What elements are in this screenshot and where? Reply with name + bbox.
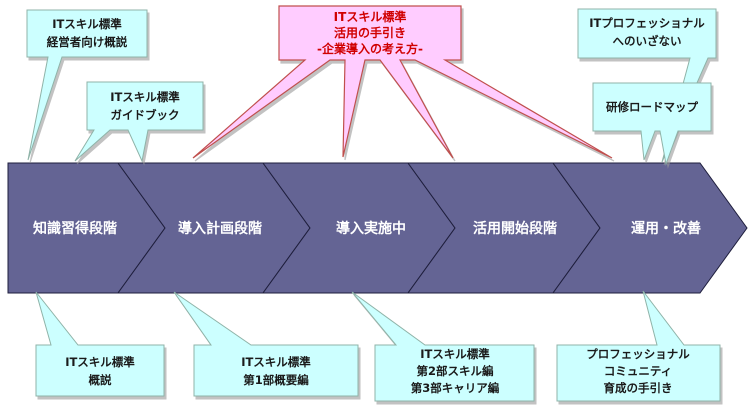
callout-skill-career-volumes-line-1: ITスキル標準: [420, 347, 490, 361]
callout-it-professional-intro-line-1: ITプロフェッショナル: [589, 16, 705, 30]
stage-labels: 知識習得段階 導入計画段階 導入実施中 活用開始段階 運用・改善: [33, 220, 701, 237]
callout-guidebook-line-2: ガイドブック: [111, 108, 180, 122]
callout-executive-overview: ITスキル標準 経営者向け概説: [26, 9, 148, 161]
callout-overview-line-2: 概説: [89, 373, 112, 387]
callout-part1-overview: ITスキル標準 第1部概要編: [173, 291, 359, 397]
stage-label-operation-improvement: 運用・改善: [631, 220, 701, 237]
stage-label-utilization-start: 活用開始段階: [473, 220, 557, 237]
stage-label-implementing: 導入実施中: [336, 220, 406, 237]
stage-label-knowledge: 知識習得段階: [33, 220, 117, 237]
callout-skill-career-volumes-line-2: 第2部スキル編: [416, 364, 494, 378]
stage-5-chevron: [552, 162, 748, 294]
callout-utilization-guide-line-3: -企業導入の考え方-: [317, 41, 423, 56]
callout-community-guide-line-1: プロフェッショナル: [586, 347, 690, 361]
callout-it-professional-intro-line-2: へのいざない: [613, 34, 682, 48]
callout-utilization-guide-line-2: 活用の手引き: [334, 25, 406, 40]
stage-label-planning: 導入計画段階: [178, 220, 262, 237]
callout-executive-overview-line-1: ITスキル標準: [52, 17, 122, 31]
callout-community-guide: プロフェッショナル コミュニティ 育成の手引き: [556, 290, 721, 402]
callout-overview: ITスキル標準 概説: [35, 291, 165, 397]
callout-guidebook: ITスキル標準 ガイドブック: [74, 81, 204, 163]
callout-skill-career-volumes: ITスキル標準 第2部スキル編 第3部キャリア編: [351, 291, 535, 402]
callout-it-professional-intro: ITプロフェッショナル へのいざない: [577, 8, 717, 163]
callout-part1-overview-line-1: ITスキル標準: [241, 355, 311, 369]
callout-training-roadmap-line-1: 研修ロードマップ: [606, 100, 698, 114]
callout-training-roadmap: 研修ロードマップ: [592, 82, 712, 166]
callout-community-guide-line-2: コミュニティ: [604, 364, 672, 378]
callout-overview-line-1: ITスキル標準: [65, 355, 135, 369]
callout-utilization-guide-line-1: ITスキル標準: [334, 9, 407, 24]
stage-arrows: [7, 162, 748, 294]
callout-executive-overview-line-2: 経営者向け概説: [47, 35, 128, 49]
callout-skill-career-volumes-line-3: 第3部キャリア編: [411, 381, 500, 395]
callout-guidebook-line-1: ITスキル標準: [110, 90, 180, 104]
callout-part1-overview-line-2: 第1部概要編: [243, 373, 309, 387]
callout-community-guide-line-3: 育成の手引き: [604, 381, 673, 395]
callout-utilization-guide: ITスキル標準 活用の手引き -企業導入の考え方-: [192, 5, 613, 159]
